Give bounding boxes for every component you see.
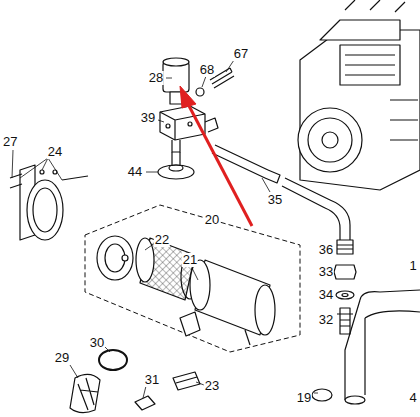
callout-number: 35 [267,193,283,207]
callout-number: 30 [89,336,105,350]
callout-number: 20 [204,213,220,227]
engine [298,0,420,190]
callout-number: 19 [296,391,312,405]
callout-number: 68 [199,63,215,77]
callout-number: 27 [2,135,18,149]
callout-number: 24 [47,145,63,159]
callout-number: 23 [204,379,220,393]
callout-number: 34 [318,288,334,302]
leader-lines [12,60,318,398]
filter-element [136,238,199,300]
callout-number: 21 [182,253,198,267]
filter-housing [180,260,275,345]
highlight-arrow [180,86,252,226]
callout-number: 1 [408,259,417,273]
callout-number: 44 [127,165,143,179]
mounting-flange [158,152,194,179]
callout-number: 22 [154,233,170,247]
cover [97,236,133,280]
callout-number: 39 [140,111,156,125]
callout-number: 29 [54,351,70,365]
callout-number: 36 [318,243,334,257]
callout-number: 67 [233,47,249,61]
mounting-bracket [10,165,88,240]
callout-number: 4 [408,391,417,405]
callout-number: 32 [318,313,334,327]
callout-number: 31 [144,373,160,387]
outlet-elbow [345,290,420,404]
callout-number: 33 [318,265,334,279]
inlet-elbow [70,374,100,412]
kit-outline [85,205,300,352]
callout-number: 28 [148,71,164,85]
